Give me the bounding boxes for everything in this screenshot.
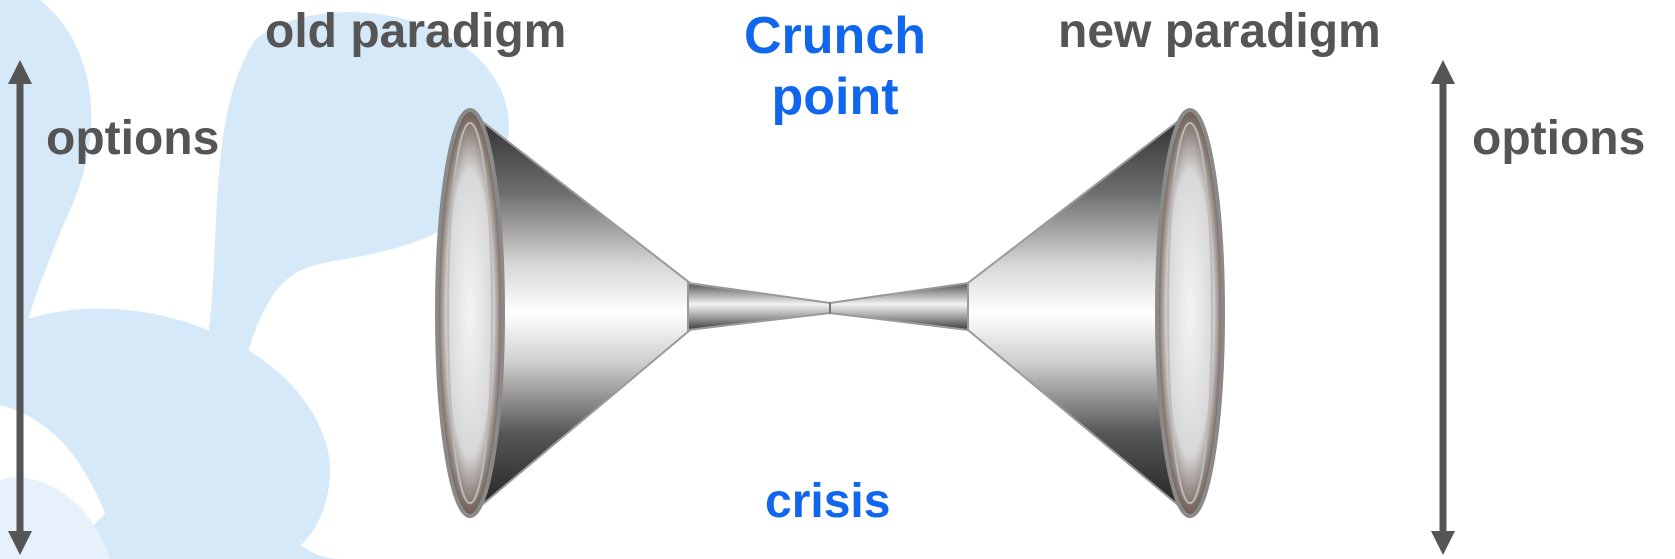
old-paradigm-label: old paradigm [265,5,567,58]
hourglass-funnel-icon [435,108,1225,518]
options-right-label: options [1472,112,1646,165]
options-right-arrow [1431,60,1455,555]
crunch-point-label: Crunch point [744,7,926,126]
crisis-label: crisis [765,475,891,528]
background-decoration [0,0,509,559]
options-left-arrow [8,60,32,555]
new-paradigm-label: new paradigm [1058,5,1381,58]
options-left-label: options [46,112,220,165]
